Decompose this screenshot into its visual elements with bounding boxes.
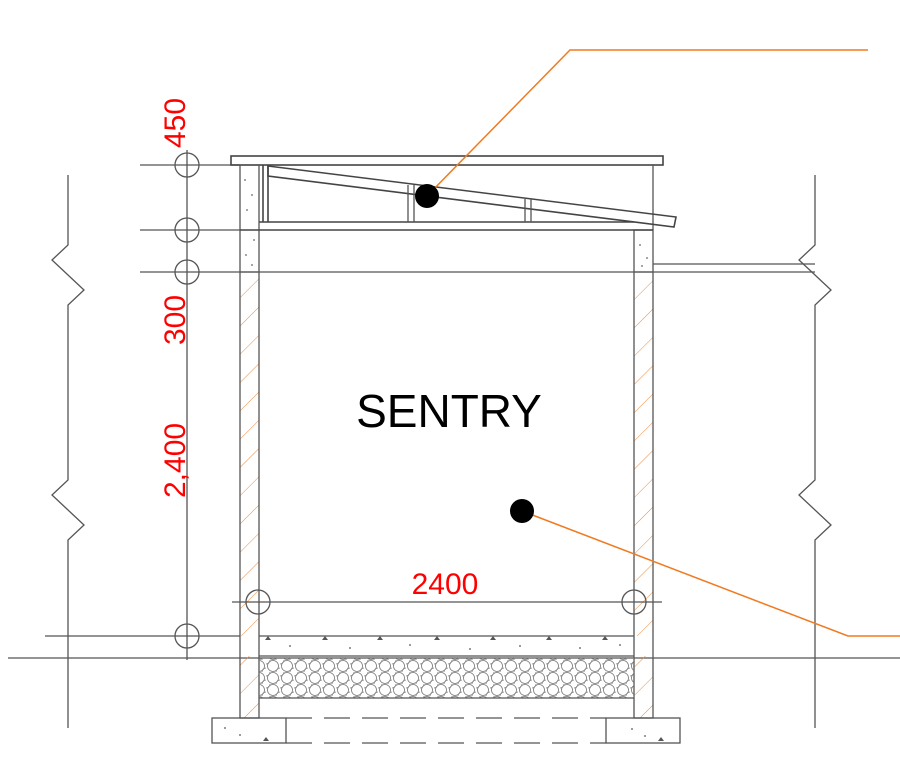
dim-label-wall: 2,400 xyxy=(159,423,192,498)
horizontal-dimension-line xyxy=(232,589,662,615)
grid-marker-icon xyxy=(621,589,647,615)
roof-callout xyxy=(415,49,868,208)
roof-slab xyxy=(230,155,664,166)
left-wall xyxy=(239,164,260,719)
room-label: SENTRY xyxy=(356,385,542,437)
left-boundary-wall xyxy=(51,175,85,728)
vertical-dimension-line xyxy=(45,150,240,660)
wall-fill-speckles xyxy=(244,179,648,267)
grid-marker-icon xyxy=(245,589,271,615)
roof-truss xyxy=(262,165,677,228)
right-boundary-wall xyxy=(798,175,832,728)
dim-label-roof: 450 xyxy=(159,98,192,148)
dim-label-beam: 300 xyxy=(159,295,192,345)
room-callout xyxy=(510,499,900,637)
right-wall xyxy=(633,165,654,719)
floor-slab xyxy=(259,635,634,657)
grid-marker-icon xyxy=(174,623,200,649)
dim-label-width: 2400 xyxy=(412,568,479,601)
foundation-footing xyxy=(211,717,681,744)
ring-beam xyxy=(240,221,653,273)
gravel-sub-base xyxy=(259,658,634,699)
grid-marker-icon xyxy=(174,152,200,178)
callout-marker-icon xyxy=(510,499,534,523)
callout-marker-icon xyxy=(415,184,439,208)
grid-marker-icon xyxy=(174,217,200,243)
grid-marker-icon xyxy=(174,259,200,285)
side-beam-extension xyxy=(653,263,815,273)
